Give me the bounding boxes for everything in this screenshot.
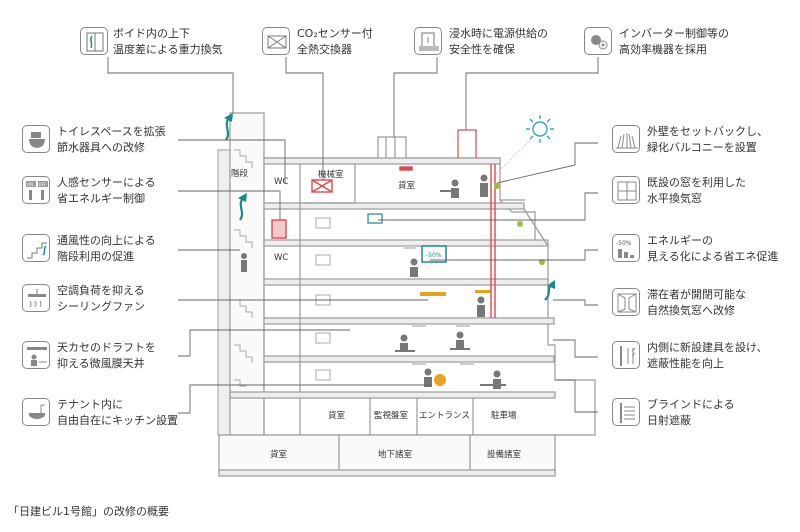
void-airflow-arrows (224, 113, 555, 301)
inverter-icon (584, 27, 612, 55)
room-labels: 階段 WC 機械室 貸室 WC 貸室 監視盤室 エントランス 駐車場 貸室 地下… (231, 168, 522, 460)
slab-roof (263, 157, 501, 165)
membrane-ceiling-icon (22, 341, 50, 369)
room-rental-basement: 貸室 (270, 449, 288, 460)
toilet-caption: トイレスペースを拡張節水器具への改修 (57, 125, 166, 154)
slab-2f (263, 317, 555, 325)
blind-caption: ブラインドによる日射遮蔽 (647, 398, 735, 427)
room-entrance: エントランス (419, 411, 470, 421)
ceiling-fan-caption: 空調負荷を抑えるシーリングファン (57, 284, 145, 313)
slab-3f (263, 278, 549, 286)
existing-window-icon (612, 176, 640, 204)
toilet-icon (22, 125, 50, 153)
room-stairs: 階段 (231, 168, 249, 179)
existing-window-caption: 既設の窓を利用した水平換気窓 (647, 176, 746, 205)
energy-monitor-percent: -50% (426, 252, 442, 259)
slab-1f (263, 355, 555, 363)
balcony-plants (494, 183, 545, 265)
natural-vent-window-icon (612, 288, 640, 316)
blind-icon (612, 398, 640, 426)
membrane-ceiling-caption: 天カセのドラフトを抑える微風膜天井 (57, 341, 156, 370)
room-basement: 地下諸室 (378, 449, 413, 460)
stairs-ventilation-icon (22, 234, 50, 262)
sun-icon (493, 115, 554, 177)
room-equipment: 設備諸室 (487, 449, 522, 460)
red-elements (271, 164, 496, 318)
energy-visualization-caption: エネルギーの見える化による省エネ促進 (647, 234, 779, 263)
inner-fixture-caption: 内側に新設建具を設け、遮蔽性能を向上 (647, 341, 768, 370)
energy-monitor: -50% (367, 213, 447, 263)
room-monitoring: 監視盤室 (374, 410, 409, 421)
flood-power-caption: 浸水時に電源供給の安全性を確保 (449, 27, 548, 56)
inner-fixture-icon (612, 341, 640, 369)
ceiling-units (315, 217, 474, 381)
motion-sensor-caption: 人感センサーによる省エネルギー制御 (57, 176, 156, 205)
slab-gf (229, 391, 556, 399)
motion-sensor-icon: ON OFF (22, 176, 50, 204)
ceiling-fan-icon (22, 284, 50, 312)
room-machine: 機械室 (318, 169, 344, 180)
void-gravity-icon (80, 27, 108, 55)
slab-4f (263, 239, 549, 247)
energy-visualization-icon: -50% (612, 234, 640, 262)
co2-sensor-icon (262, 27, 290, 55)
setback-green-caption: 外壁をセットバックし、緑化バルコニーを設置 (647, 125, 768, 154)
room-rental-ground: 貸室 (328, 410, 346, 421)
figure-title: 「日建ビル1号館」の改修の概要 (8, 505, 169, 518)
stairs-drawing (234, 149, 253, 387)
room-parking: 駐車場 (491, 410, 517, 421)
stair-void-left (217, 149, 231, 436)
slab-5f (263, 202, 525, 210)
motion-on-label: ON (27, 182, 33, 187)
kitchen-icon (22, 398, 50, 426)
kitchen-caption: テナント内に自由自在にキッチン設置 (57, 398, 178, 427)
building-structure (217, 112, 596, 477)
inverter-caption: インバーター制御等の高効率機器を採用 (619, 27, 729, 56)
room-rental-top: 貸室 (398, 180, 416, 191)
room-wc-top: WC (274, 177, 288, 187)
co2-sensor-caption: CO₂センサー付全熱交換器 (297, 27, 373, 56)
natural-vent-caption: 滞在者が開閉可能な自然換気窓へ改修 (647, 288, 746, 317)
stairs-ventilation-caption: 通風性の向上による階段利用の促進 (57, 234, 156, 263)
people-furniture (241, 174, 506, 389)
visualization-percent: -50% (616, 240, 632, 247)
flood-power-icon (414, 27, 442, 55)
basement (218, 434, 556, 476)
motion-off-label: OFF (39, 182, 47, 187)
room-wc-mid: WC (274, 253, 288, 263)
ceiling-fans (420, 290, 491, 386)
rooftop-equipment-box (377, 136, 407, 160)
stair-shaft (229, 112, 265, 436)
void-gravity-caption: ボイド内の上下温度差による重力換気 (113, 27, 223, 56)
leader-lines (107, 57, 599, 414)
rooftop-electric-box (457, 129, 477, 159)
setback-green-icon (612, 125, 640, 153)
